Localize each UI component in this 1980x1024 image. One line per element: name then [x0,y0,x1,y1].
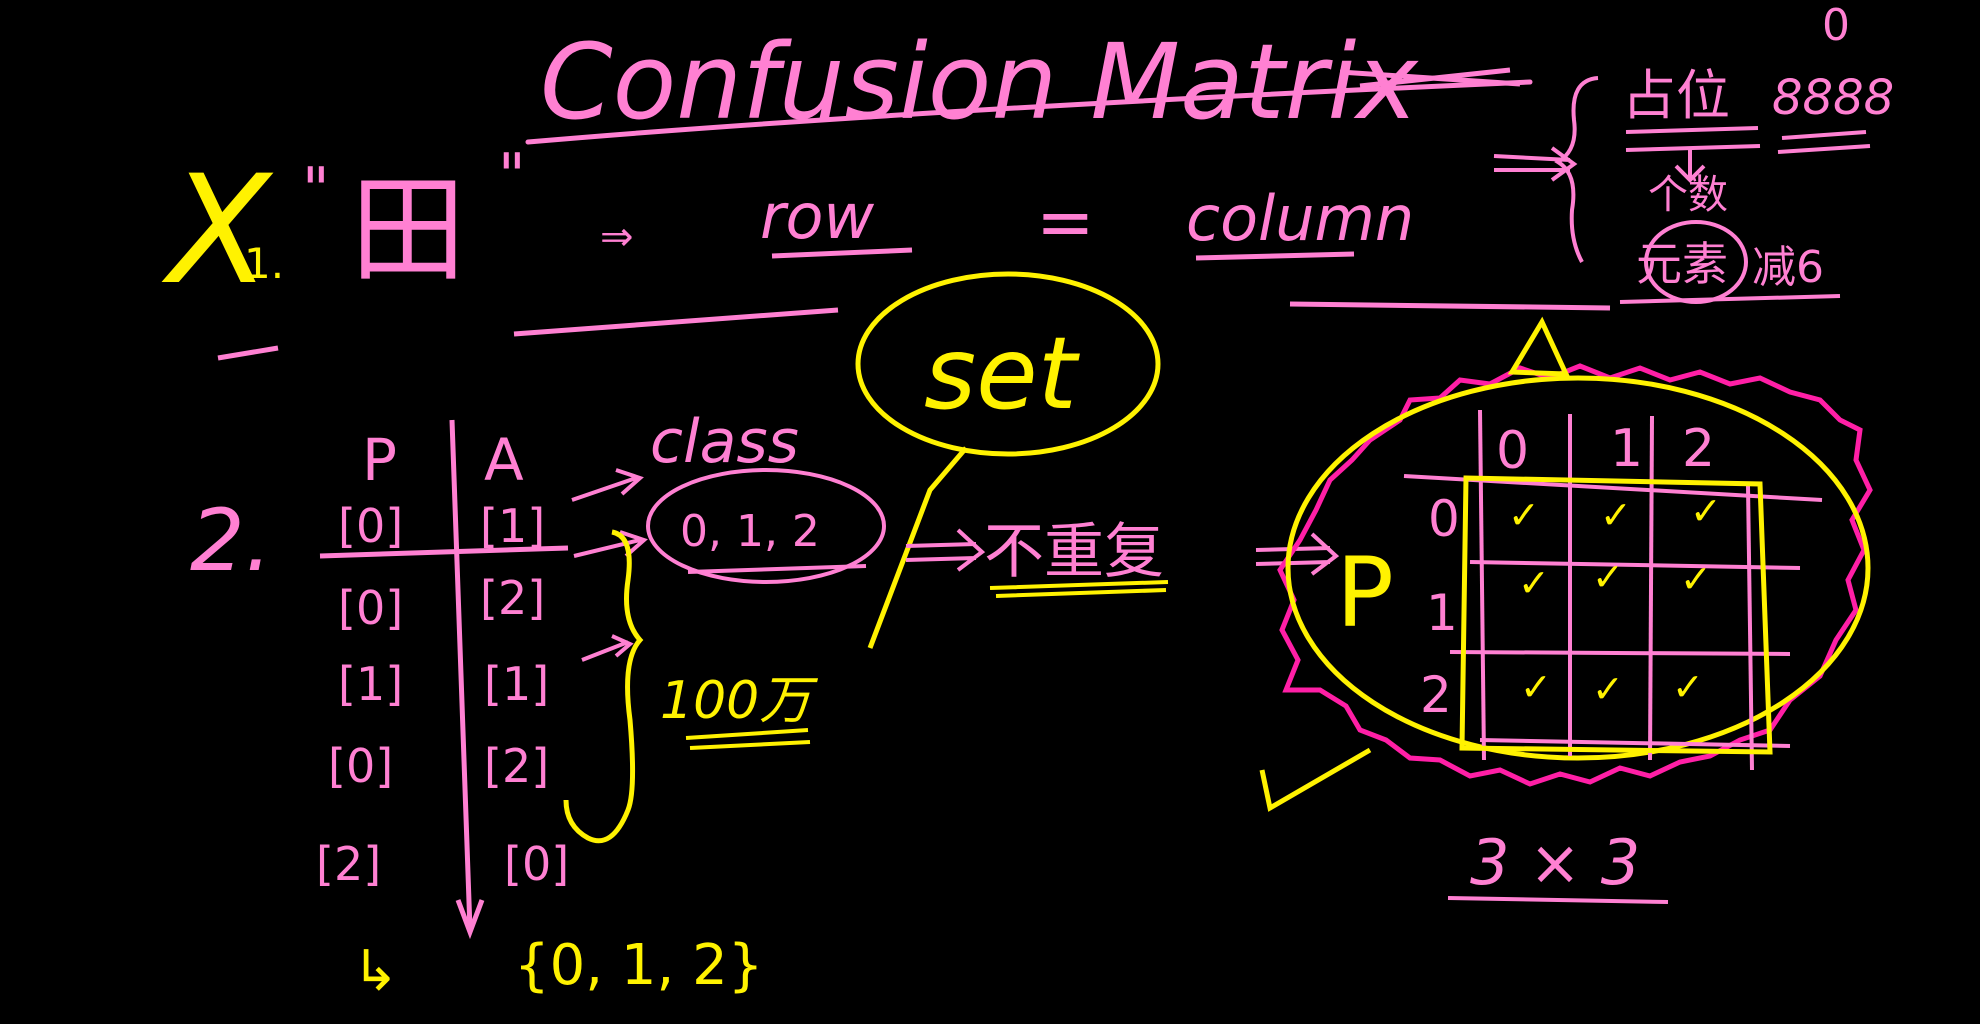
class-set: 0, 1, 2 [680,506,820,557]
matrix-cell-check: ✓ [1592,555,1624,599]
row-underline [771,247,913,259]
class-word: class [650,407,799,477]
matrix-cell-check: ✓ [1592,667,1624,711]
a-value: [0] [504,837,569,891]
matrix-cell-check: ✓ [1600,493,1632,537]
p-values-column: [0] [0] [1] [0] [2] [316,499,403,891]
arrow-to-matrix [1255,532,1340,576]
grid-glyph: 田 [350,163,466,298]
matrix-cells: ✓ ✓ ✓ ✓ ✓ ✓ ✓ ✓ ✓ [1508,489,1722,711]
cjk-top-underline [1625,126,1761,152]
set-bubble-tail [867,446,968,649]
matrix-tail [1259,747,1372,812]
set-word: set [924,315,1081,432]
set-bubble [855,271,1161,457]
count-underline [685,728,811,750]
matrix-triangle [1507,316,1570,377]
matrix-row-header: 1 [1426,584,1458,642]
row-word: row [760,180,874,253]
brace-left [1554,76,1599,263]
right-digits-strike [1777,130,1871,154]
matrix-col-header: 2 [1682,419,1715,479]
quote-open: " [302,155,330,225]
title-text: Confusion Matrix [540,21,1419,143]
cjk-right: 减6 [1752,242,1824,293]
double-arrow-left [1493,146,1578,182]
p-value: [0] [338,581,403,635]
col-header-a: A [484,426,524,494]
cjk-top: 占位 [1622,64,1730,127]
arrow-to-class-2 [573,530,648,558]
matrix-cell-check: ✓ [1518,561,1550,605]
matrix-size: 3 × 3 [1470,826,1640,899]
arrow-to-no-repeat [905,528,986,572]
down-arrow-mid [1674,150,1706,183]
matrix-col-header: 1 [1610,419,1643,479]
matrix-yellow-frame [1459,475,1773,755]
item1-mark: X [161,144,274,318]
column-underline [1195,251,1355,261]
divider-line-mid [513,307,839,337]
p-value: [1] [338,657,403,711]
a-values-column: [1] [2] [1] [2] [0] [480,499,569,891]
col-header-p: P [362,426,397,494]
arrow-to-class-1 [571,468,644,502]
yellow-brace [563,529,644,844]
matrix-row-label: P [1336,537,1394,649]
title-strike [1339,67,1521,89]
cjk-circle [1644,220,1748,304]
no-repeat-underline [989,580,1169,598]
item1-number: 1. [244,239,284,288]
cjk-circled: 元素 [1636,237,1728,291]
p-value: [0] [338,499,403,553]
table-horizontal-rule [319,545,569,559]
p-value: [0] [328,739,393,793]
matrix-cell-check: ✓ [1508,493,1540,537]
matrix-row-header: 0 [1428,490,1460,548]
divider-dash-left [217,345,279,361]
cjk-right-underline [1619,294,1841,304]
divider-line-right [1289,301,1611,311]
bottom-set: {0, 1, 2} [514,933,763,998]
a-value: [1] [480,499,545,553]
no-repeat-text: 不重复 [984,517,1164,587]
matrix-cell-check: ✓ [1680,557,1712,601]
matrix-col-header: 0 [1496,421,1529,481]
table-vertical-rule [449,419,485,940]
superscript-digit: 0 [1822,0,1850,51]
quote-close: " [498,141,526,211]
item2-number: 2. [190,491,272,591]
equals-sign: = [1036,181,1095,263]
count-text: 100万 [660,671,818,731]
cjk-mid: 个数 [1648,172,1728,218]
a-value: [1] [484,657,549,711]
a-value: [2] [480,571,545,625]
column-word: column [1186,182,1414,255]
matrix-size-underline [1447,896,1669,904]
arrow-1: ⇒ [600,214,634,260]
matrix-row-header: 2 [1420,666,1452,724]
matrix-yellow-ellipse [1285,375,1871,761]
bottom-arrow: ↳ [352,939,399,1004]
class-underline [687,564,867,574]
p-value: [2] [316,837,381,891]
right-digits: 8888 [1772,70,1894,126]
matrix-cell-check: ✓ [1520,665,1552,709]
arrow-to-class-3 [581,634,634,662]
class-ellipse [646,468,886,584]
matrix-cell-check: ✓ [1672,665,1704,709]
a-value: [2] [484,739,549,793]
title-underline [525,79,1533,145]
matrix-cell-check: ✓ [1690,489,1722,533]
